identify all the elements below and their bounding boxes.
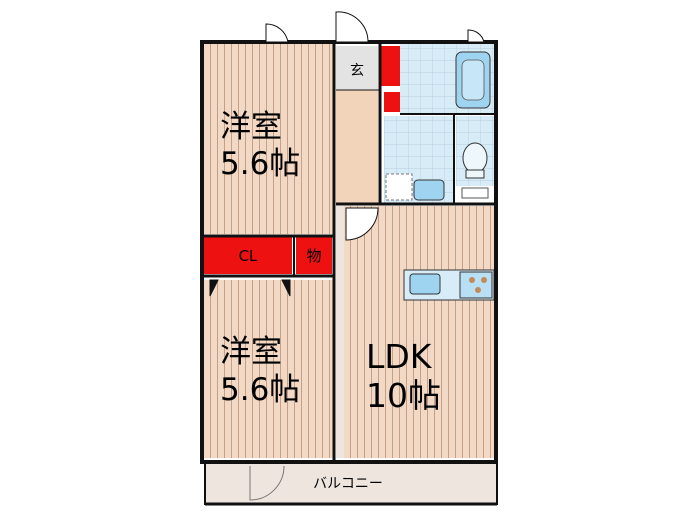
- entrance-label: 玄: [350, 62, 364, 79]
- toilet: [456, 116, 494, 199]
- balcony: バルコニー: [204, 461, 498, 506]
- ldk-size: 10帖: [366, 376, 441, 415]
- ldk-room: LDK 10帖: [336, 206, 494, 458]
- balcony-label: バルコニー: [313, 476, 383, 492]
- storage: 物: [296, 236, 332, 274]
- closet-label: CL: [239, 247, 258, 265]
- door-swings: [209, 11, 485, 297]
- walls: [200, 40, 498, 464]
- storage-label: 物: [306, 247, 321, 265]
- western-room-top-size: 5.6帖: [220, 146, 300, 182]
- balcony-door-swing: [249, 465, 285, 501]
- bathroom: [400, 44, 496, 114]
- kitchen-counter: [403, 269, 495, 301]
- washroom: [384, 116, 454, 204]
- western-room-top: 洋室 5.6帖: [204, 44, 334, 234]
- western-room-bottom-size: 5.6帖: [220, 372, 300, 408]
- ldk-name: LDK: [366, 337, 433, 376]
- closet: CL: [204, 236, 292, 274]
- western-room-bottom: 洋室 5.6帖: [204, 280, 334, 458]
- entrance: 玄: [336, 46, 400, 204]
- western-room-top-name: 洋室: [220, 109, 282, 145]
- western-room-bottom-name: 洋室: [220, 334, 282, 370]
